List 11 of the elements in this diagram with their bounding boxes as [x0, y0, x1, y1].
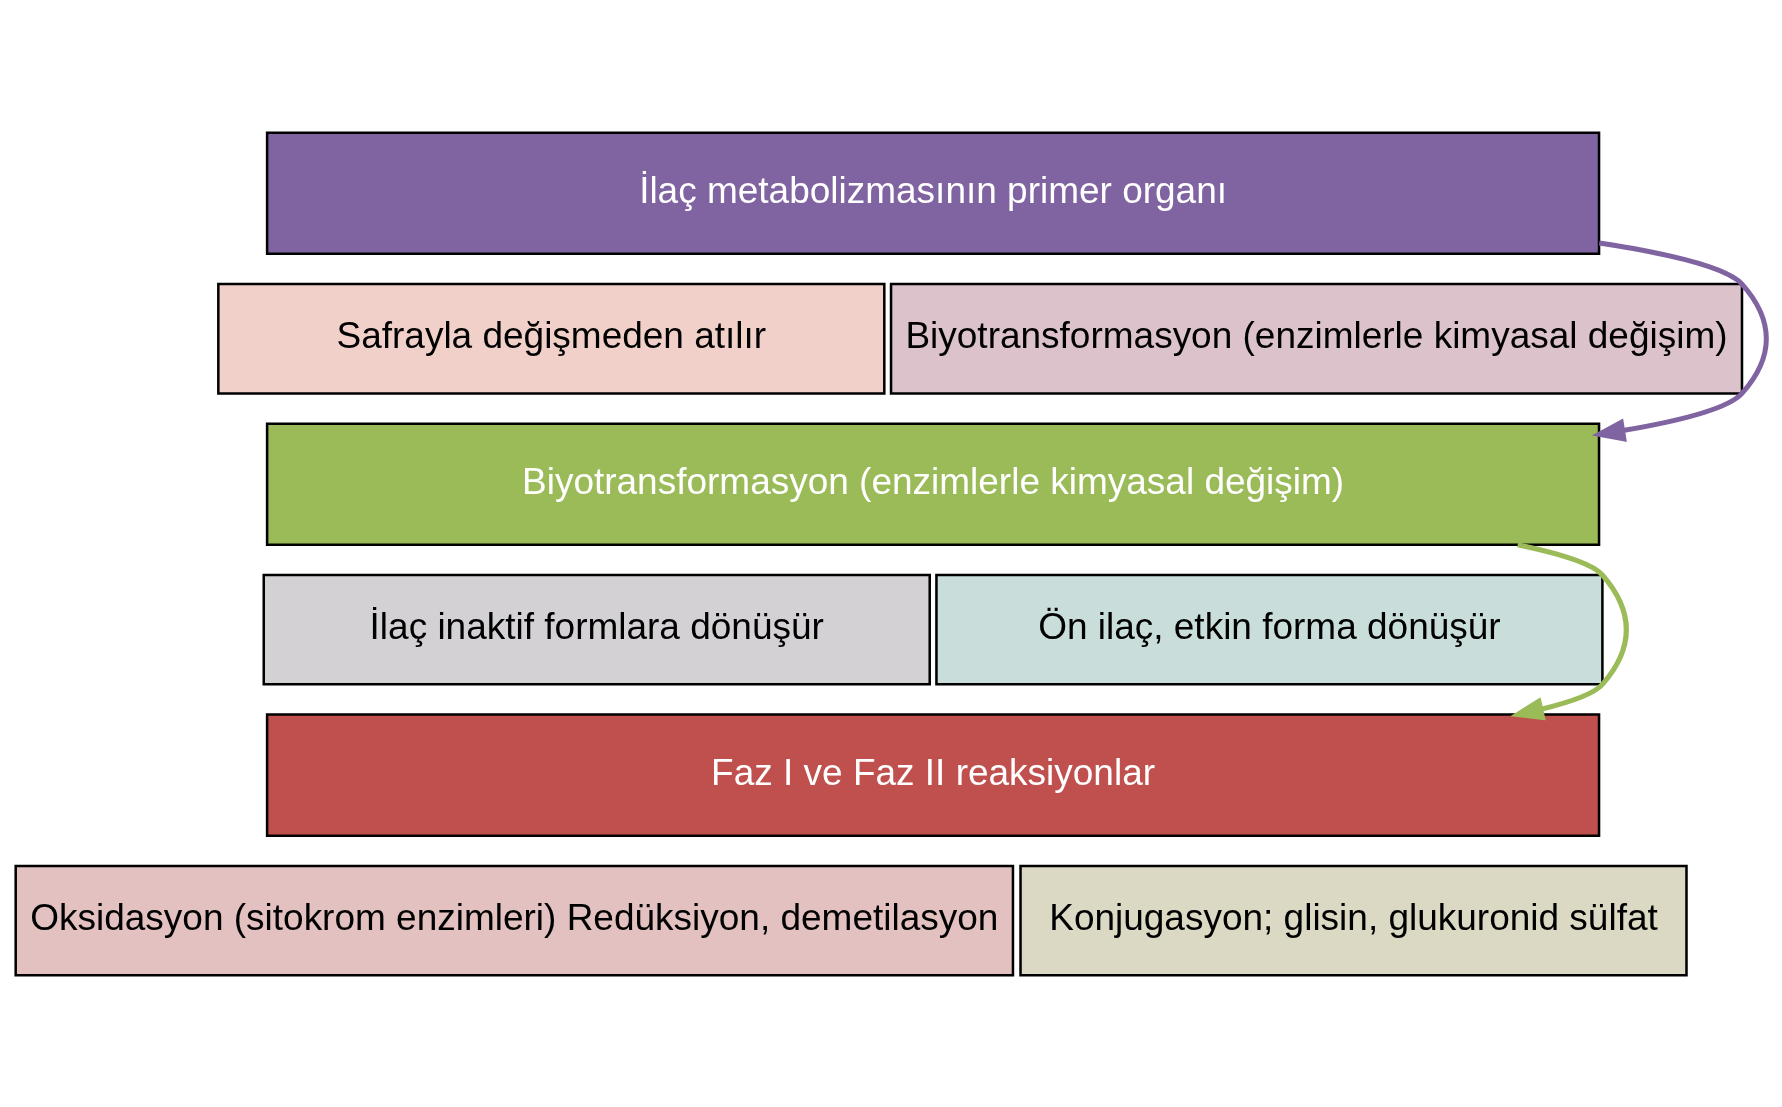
node-box: Faz I ve Faz II reaksiyonlar: [265, 712, 1601, 837]
node-box: Konjugasyon; glisin, glukuronid sülfat: [1019, 864, 1688, 977]
node-box: Oksidasyon (sitokrom enzimleri) Redüksiyon, demetilasyon: [14, 864, 1015, 977]
arrow: [1510, 541, 1629, 720]
node-box: Biyotransformasyon (enzimlerle kimyasal değişim): [889, 282, 1744, 395]
node-box: İlaç inaktif formlara dönüşür: [262, 573, 931, 686]
node-box: İlaç metabolizmasının primer organı: [265, 130, 1601, 255]
node-box: Safrayla değişmeden atılır: [217, 282, 886, 395]
node-box: Biyotransformasyon (enzimlerle kimyasal değişim): [265, 421, 1601, 546]
node-box: Ön ilaç, etkin forma dönüşür: [935, 573, 1604, 686]
arrow: [1591, 240, 1769, 442]
